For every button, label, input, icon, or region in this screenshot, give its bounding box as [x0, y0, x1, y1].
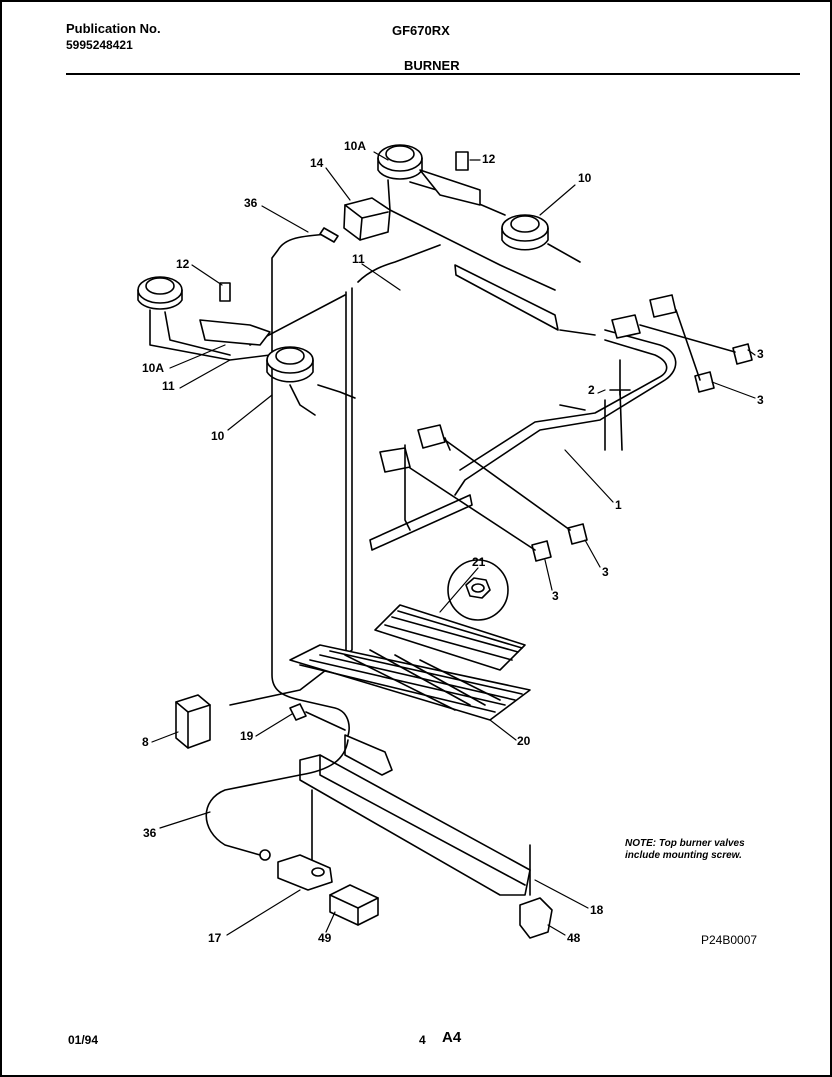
- left-burner-assembly: [137, 276, 356, 416]
- callout-19: 19: [240, 729, 254, 743]
- callout-8: 8: [142, 735, 149, 749]
- note-text: NOTE: Top burner valves include mounting…: [625, 838, 745, 862]
- manifold-1: [369, 329, 677, 551]
- note-line-1: NOTE: Top burner valves: [625, 838, 745, 849]
- callout-3-a: 3: [757, 347, 764, 361]
- callout-1: 1: [615, 498, 622, 512]
- publication-number: 5995248421: [66, 38, 133, 52]
- footer-date: 01/94: [68, 1033, 99, 1047]
- callout-49: 49: [318, 931, 332, 945]
- callout-12-top: 12: [482, 152, 496, 166]
- callout-3-d: 3: [552, 589, 559, 603]
- callout-11-top: 11: [352, 252, 365, 266]
- callout-10a-left: 10A: [142, 361, 165, 375]
- callout-2: 2: [588, 383, 595, 397]
- callout-14: 14: [310, 156, 324, 170]
- header-rule: [66, 73, 800, 75]
- callout-21: 21: [472, 555, 486, 569]
- callout-11-left: 11: [162, 379, 175, 393]
- bracket-49: [329, 884, 379, 926]
- spreader-20: [289, 604, 531, 721]
- model-number: GF670RX: [392, 23, 450, 38]
- callout-3-b: 3: [757, 393, 764, 407]
- drawing-code: P24B0007: [701, 933, 758, 947]
- right-burner-assembly: [377, 144, 581, 331]
- section-title: BURNER: [404, 58, 460, 73]
- callout-12-left: 12: [176, 257, 190, 271]
- footer-page-code: A4: [442, 1029, 462, 1046]
- callout-48: 48: [567, 931, 581, 945]
- callout-18: 18: [590, 903, 604, 917]
- supply-tube-36: [271, 233, 350, 741]
- valve-14: [343, 197, 391, 241]
- igniter-8: [175, 694, 211, 749]
- callout-36-bottom: 36: [143, 826, 157, 840]
- knob-clips-3: [531, 343, 753, 562]
- regulator-17: [259, 849, 333, 891]
- callout-36-top: 36: [244, 196, 258, 210]
- callout-17: 17: [208, 931, 222, 945]
- callout-10-top: 10: [578, 171, 592, 185]
- nut-21: [447, 559, 509, 621]
- footer-page: 4: [419, 1033, 426, 1047]
- callout-20: 20: [517, 734, 531, 748]
- callout-3-c: 3: [602, 565, 609, 579]
- supply-tube-36-lower: [205, 739, 349, 856]
- note-line-2: include mounting screw.: [625, 850, 742, 861]
- burner-valves: [379, 294, 677, 531]
- bracket-48: [519, 897, 553, 939]
- callout-leaders: [151, 151, 756, 936]
- callout-10a-top: 10A: [344, 139, 367, 153]
- publication-label: Publication No.: [66, 21, 161, 36]
- callout-10-left: 10: [211, 429, 225, 443]
- bracket-18: [299, 754, 531, 896]
